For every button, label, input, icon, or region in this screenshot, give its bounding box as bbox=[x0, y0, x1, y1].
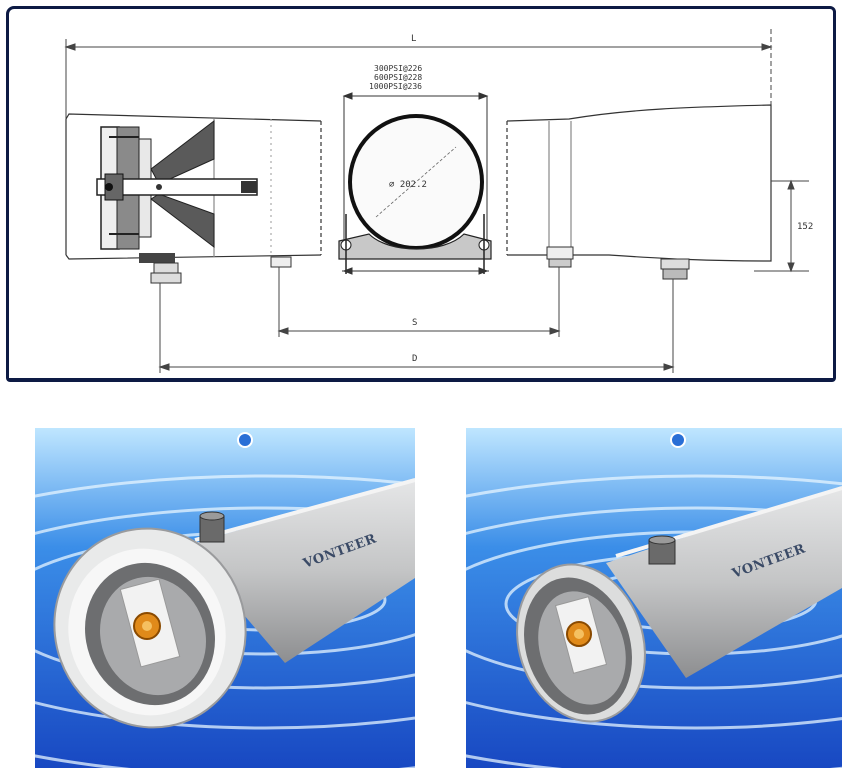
port-span-dimension bbox=[158, 279, 675, 373]
support-span-dimension bbox=[277, 267, 561, 337]
pressure-rating-1: 300PSI@226 bbox=[374, 64, 422, 73]
port-span-label: D bbox=[412, 354, 417, 364]
right-vessel-section bbox=[506, 104, 772, 262]
support-span-label: S bbox=[412, 318, 417, 328]
pressure-vessel-drawing: L bbox=[64, 29, 813, 373]
vessel-photo-right-image: VONTEER bbox=[466, 428, 842, 768]
cross-section bbox=[338, 92, 492, 275]
height-label: 152 bbox=[797, 222, 813, 232]
pressure-rating-3: 1000PSI@236 bbox=[369, 82, 422, 91]
right-ports bbox=[546, 246, 690, 280]
vessel-photo-left: VONTEER bbox=[35, 428, 415, 768]
diameter-label: ⌀ 202.2 bbox=[389, 180, 427, 190]
technical-drawing-panel: L bbox=[6, 6, 836, 382]
end-cap-mechanism bbox=[96, 119, 258, 263]
height-dimension bbox=[754, 179, 809, 273]
pressure-rating-2: 600PSI@228 bbox=[374, 73, 422, 82]
left-feed-port bbox=[150, 256, 292, 284]
vessel-photo-right: VONTEER bbox=[466, 428, 842, 768]
vessel-photo-left-image: VONTEER bbox=[35, 428, 415, 768]
length-label: L bbox=[411, 34, 416, 44]
